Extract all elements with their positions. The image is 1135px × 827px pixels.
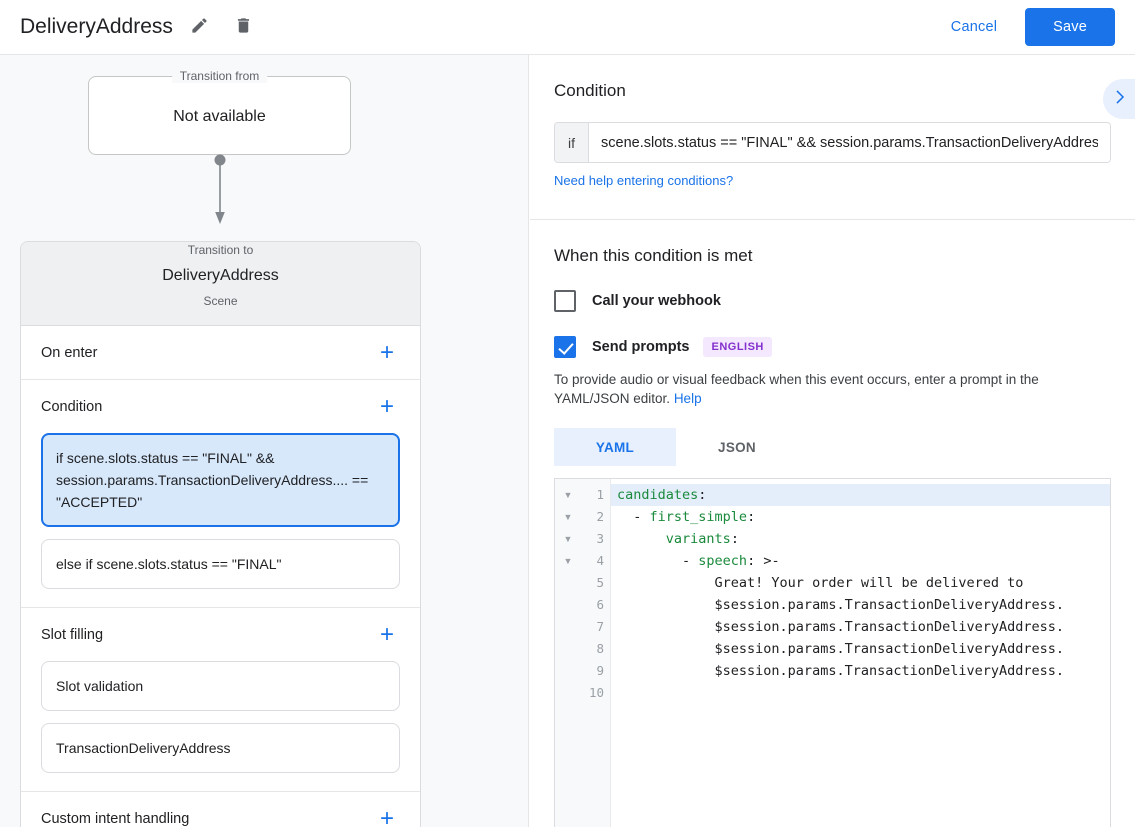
- line-number-gutter: 1 2 3 4 5 6 7 8 9 10: [581, 479, 611, 827]
- line-number: 8: [596, 641, 604, 656]
- call-webhook-checkbox[interactable]: [554, 290, 576, 312]
- prompts-description: To provide audio or visual feedback when…: [554, 370, 1111, 408]
- transition-to-name: DeliveryAddress: [162, 267, 279, 284]
- section-header: On enter +: [41, 326, 400, 379]
- call-webhook-label: Call your webhook: [592, 293, 721, 309]
- page-title: DeliveryAddress: [20, 15, 173, 38]
- add-on-enter-button[interactable]: +: [379, 338, 394, 366]
- section-header: Slot filling +: [41, 608, 400, 661]
- if-prefix-label: if: [555, 123, 589, 162]
- condition-list: if scene.slots.status == "FINAL" && sess…: [41, 433, 400, 607]
- section-custom-intent-handling: Custom intent handling +: [21, 792, 420, 827]
- list-item[interactable]: Slot validation: [41, 661, 400, 711]
- code-line: variants:: [665, 531, 739, 547]
- list-item[interactable]: if scene.slots.status == "FINAL" && sess…: [41, 433, 400, 527]
- add-custom-intent-button[interactable]: +: [379, 804, 394, 827]
- connector-arrow: [214, 154, 226, 225]
- tab-json[interactable]: JSON: [718, 439, 756, 455]
- delete-button[interactable]: [227, 10, 261, 44]
- transition-from-node[interactable]: Transition from Not available: [88, 69, 351, 155]
- right-panel: Condition if Need help entering conditio…: [530, 55, 1135, 827]
- code-line: - first_simple:: [617, 509, 756, 525]
- expand-panel-button[interactable]: [1103, 79, 1135, 119]
- send-prompts-row: Send prompts ENGLISH: [554, 336, 1111, 358]
- section-title-slot-filling: Slot filling: [41, 626, 104, 643]
- editor-format-tabs: YAML JSON: [554, 428, 1111, 466]
- language-badge: ENGLISH: [703, 337, 772, 357]
- line-number: 2: [596, 509, 604, 524]
- line-number: 7: [596, 619, 604, 634]
- transition-to-card: Transition to DeliveryAddress Scene On e…: [20, 241, 421, 827]
- condition-help-link[interactable]: Need help entering conditions?: [554, 173, 734, 188]
- condition-block: Condition if Need help entering conditio…: [530, 55, 1135, 220]
- left-panel: Transition from Not available Transition…: [0, 55, 529, 827]
- transition-to-type: Scene: [203, 294, 238, 308]
- section-title-custom-intent: Custom intent handling: [41, 810, 190, 827]
- pencil-icon: [190, 16, 209, 38]
- code-line: Great! Your order will be delivered to: [617, 575, 1024, 591]
- section-slot-filling: Slot filling + Slot validation Transacti…: [21, 608, 420, 792]
- transition-to-legend: Transition to: [179, 243, 262, 257]
- fold-gutter: ▼ ▼ ▼ ▼: [555, 479, 581, 827]
- code-content[interactable]: candidates: - first_simple: variants: - …: [611, 479, 1110, 827]
- transition-from-legend: Transition from: [171, 69, 268, 83]
- line-number: 3: [596, 531, 604, 546]
- chevron-right-icon: [1110, 88, 1128, 111]
- fold-toggle-icon[interactable]: ▼: [563, 490, 573, 500]
- fold-toggle-icon[interactable]: ▼: [563, 512, 573, 522]
- fold-toggle-icon[interactable]: ▼: [563, 556, 573, 566]
- code-line: $session.params.TransactionDeliveryAddre…: [617, 663, 1065, 679]
- line-number: 5: [596, 575, 604, 590]
- list-item[interactable]: TransactionDeliveryAddress: [41, 723, 400, 773]
- code-editor[interactable]: ▼ ▼ ▼ ▼ 1 2 3 4 5 6 7 8 9 10 candid: [554, 478, 1111, 827]
- code-line: [611, 682, 1110, 704]
- transition-to-header[interactable]: Transition to DeliveryAddress Scene: [21, 242, 420, 326]
- edit-button[interactable]: [183, 10, 217, 44]
- top-bar: DeliveryAddress Cancel Save: [0, 0, 1135, 55]
- add-condition-button[interactable]: +: [379, 392, 394, 420]
- condition-input-row: if: [554, 122, 1111, 163]
- tab-yaml[interactable]: YAML: [554, 428, 676, 466]
- fold-toggle-icon[interactable]: ▼: [563, 534, 573, 544]
- line-number: 1: [596, 487, 604, 502]
- line-number: 4: [596, 553, 604, 568]
- section-condition: Condition + if scene.slots.status == "FI…: [21, 380, 420, 608]
- transition-from-value: Not available: [173, 108, 266, 125]
- when-condition-met-heading: When this condition is met: [554, 246, 753, 265]
- section-title-condition: Condition: [41, 398, 103, 415]
- when-condition-met-block: When this condition is met Call your web…: [530, 220, 1135, 827]
- save-button[interactable]: Save: [1025, 8, 1115, 46]
- send-prompts-checkbox[interactable]: [554, 336, 576, 358]
- condition-input[interactable]: [589, 123, 1110, 162]
- section-header: Condition +: [41, 380, 400, 433]
- line-number: 6: [596, 597, 604, 612]
- prompts-help-link[interactable]: Help: [673, 391, 702, 406]
- code-line: candidates:: [611, 484, 1110, 506]
- slot-filling-list: Slot validation TransactionDeliveryAddre…: [41, 661, 400, 791]
- add-slot-filling-button[interactable]: +: [379, 620, 394, 648]
- code-line: $session.params.TransactionDeliveryAddre…: [617, 597, 1065, 613]
- send-prompts-label: Send prompts: [592, 339, 690, 355]
- line-number: 9: [596, 663, 604, 678]
- code-line: - speech: >-: [617, 553, 780, 569]
- section-on-enter: On enter +: [21, 326, 420, 380]
- prompts-description-text: To provide audio or visual feedback when…: [554, 372, 1039, 406]
- condition-heading: Condition: [554, 81, 626, 100]
- webhook-row: Call your webhook: [554, 290, 1111, 312]
- section-title-on-enter: On enter: [41, 344, 98, 361]
- code-line: $session.params.TransactionDeliveryAddre…: [617, 641, 1065, 657]
- line-number: 10: [588, 685, 604, 700]
- section-header: Custom intent handling +: [41, 792, 400, 827]
- cancel-button[interactable]: Cancel: [937, 11, 1011, 43]
- trash-icon: [234, 16, 253, 38]
- list-item[interactable]: else if scene.slots.status == "FINAL": [41, 539, 400, 589]
- code-line: $session.params.TransactionDeliveryAddre…: [617, 619, 1065, 635]
